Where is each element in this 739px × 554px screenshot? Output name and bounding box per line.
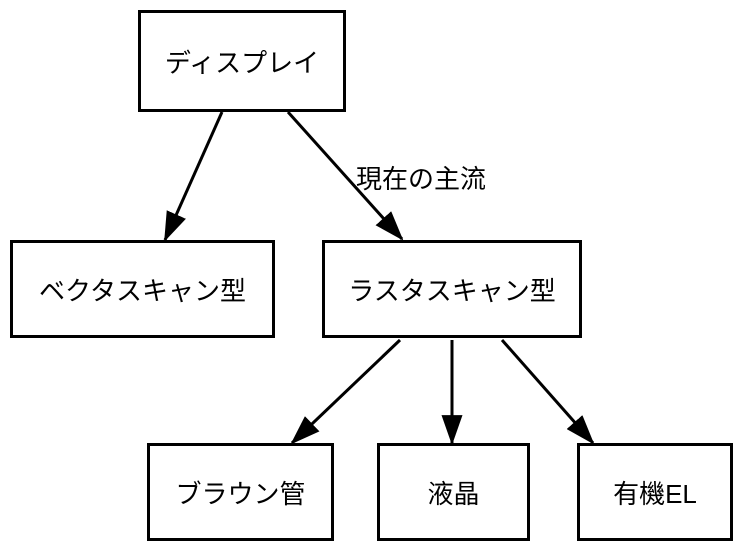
node-vector-scan: ベクタスキャン型 xyxy=(10,240,275,338)
node-display-label: ディスプレイ xyxy=(164,47,320,78)
arrow-display-to-vector-scan xyxy=(163,111,224,242)
edge-label-current-mainstream: 現在の主流 xyxy=(356,164,487,194)
node-display: ディスプレイ xyxy=(138,10,346,112)
arrow-raster-scan-to-oled xyxy=(500,339,595,445)
arrow-display-to-raster-scan xyxy=(286,110,404,241)
node-oled: 有機EL xyxy=(577,443,733,541)
node-crt-label: ブラウン管 xyxy=(175,478,306,509)
node-lcd-label: 液晶 xyxy=(427,478,480,509)
node-raster-scan-label: ラスタスキャン型 xyxy=(348,275,556,306)
arrow-raster-scan-to-crt xyxy=(290,338,402,445)
node-lcd: 液晶 xyxy=(377,443,530,541)
node-oled-label: 有機EL xyxy=(613,478,697,509)
node-raster-scan: ラスタスキャン型 xyxy=(322,240,582,338)
node-crt: ブラウン管 xyxy=(147,443,334,541)
node-vector-scan-label: ベクタスキャン型 xyxy=(39,275,246,306)
